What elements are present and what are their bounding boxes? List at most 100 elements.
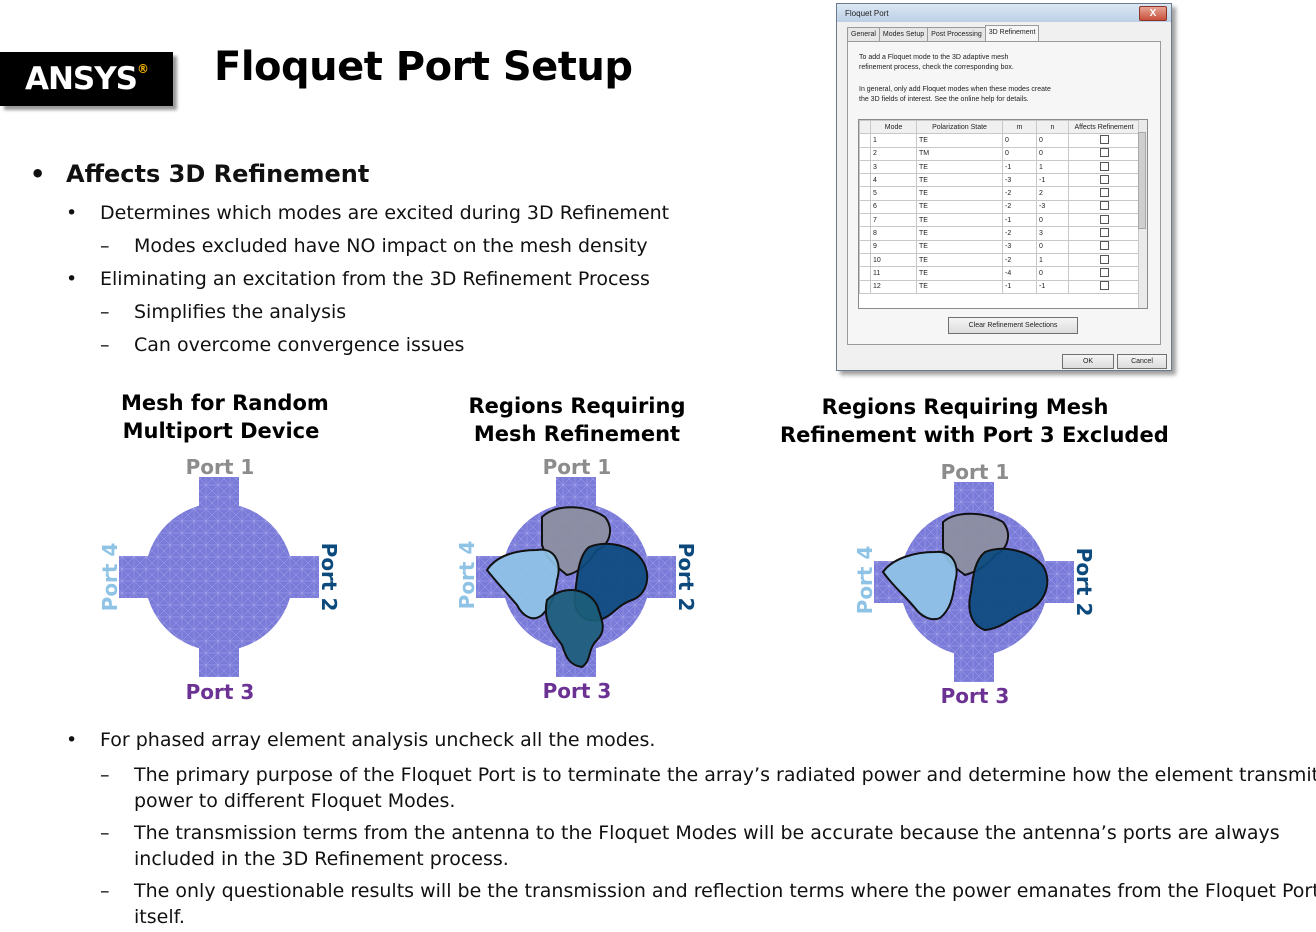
polarization-cell[interactable]: TE [916, 226, 1003, 241]
diagram-3-title: Regions Requiring Mesh Refinement with P… [780, 393, 1169, 449]
bullet-2a-text: Simplifies the analysis [134, 301, 347, 323]
ok-button[interactable]: OK [1062, 354, 1114, 369]
bullet-1a: – Modes excluded have NO impact on the m… [100, 235, 648, 257]
port-3-label: Port 3 [186, 680, 255, 704]
bullet-marker: • [66, 729, 78, 751]
polarization-cell[interactable]: TE [916, 252, 1003, 268]
region-port4 [881, 550, 958, 621]
affects-refinement-checkbox[interactable] [1099, 148, 1109, 158]
close-button[interactable]: X [1139, 6, 1167, 21]
ansys-logo: ANSYS® [0, 52, 173, 106]
diagram-title-line: Regions Requiring [468, 394, 686, 418]
bullet-2b-text: Can overcome convergence issues [134, 334, 465, 356]
affects-refinement-checkbox[interactable] [1099, 254, 1109, 264]
polarization-cell[interactable]: TE [916, 213, 1003, 228]
scrollbar-thumb[interactable] [1138, 132, 1146, 229]
port-2-label: Port 2 [317, 543, 341, 612]
cancel-button[interactable]: Cancel [1117, 354, 1167, 369]
affects-refinement-checkbox[interactable] [1099, 241, 1109, 251]
port-1-label: Port 1 [941, 460, 1010, 484]
diagram-1-title: Mesh for Random Multiport Device [121, 389, 329, 445]
affects-refinement-checkbox[interactable] [1099, 281, 1109, 291]
polarization-cell[interactable]: TE [916, 133, 1003, 148]
dash-marker: – [100, 334, 110, 356]
clear-refinement-selections-button[interactable]: Clear Refinement Selections [948, 317, 1078, 334]
row-header-corner [859, 120, 871, 135]
polarization-cell[interactable]: TE [916, 186, 1003, 201]
polarization-cell[interactable]: TE [916, 173, 1003, 188]
col-header-m[interactable]: m [1002, 120, 1037, 135]
row-header [859, 146, 871, 161]
row-header [859, 159, 871, 175]
tab-3d-refinement[interactable]: 3D Refinement [984, 25, 1040, 41]
bullet-1-text: Determines which modes are excited durin… [100, 202, 670, 224]
polarization-cell[interactable]: TE [916, 239, 1003, 254]
n-cell: 1 [1036, 159, 1069, 175]
bullet-3c-line-2: itself. [134, 906, 185, 928]
polarization-cell[interactable]: TE [916, 279, 1003, 294]
n-cell: -1 [1036, 279, 1069, 294]
col-header-polarization[interactable]: Polarization State [916, 120, 1003, 135]
bullet-heading-text: Affects 3D Refinement [66, 160, 370, 188]
tab-general[interactable]: General [847, 27, 880, 41]
affects-refinement-checkbox[interactable] [1099, 201, 1109, 211]
polarization-cell[interactable]: TM [916, 146, 1003, 161]
col-header-n[interactable]: n [1036, 120, 1069, 135]
grid-scrollbar[interactable] [1138, 120, 1147, 308]
bullet-2a: – Simplifies the analysis [100, 301, 347, 323]
col-header-mode[interactable]: Mode [870, 120, 917, 135]
n-cell: 0 [1036, 213, 1069, 228]
mode-cell: 9 [870, 239, 917, 254]
affects-refinement-checkbox[interactable] [1099, 267, 1109, 277]
port-2-label: Port 2 [1072, 548, 1096, 617]
port-4-label: Port 4 [455, 541, 479, 610]
m-cell: -1 [1002, 279, 1037, 294]
affects-refinement-checkbox[interactable] [1099, 174, 1109, 184]
polarization-cell[interactable]: TE [916, 159, 1003, 175]
m-cell: -2 [1002, 252, 1037, 268]
tab-post-processing[interactable]: Post Processing [927, 27, 986, 41]
tab-modes-setup[interactable]: Modes Setup [878, 27, 929, 41]
bullet-1: • Determines which modes are excited dur… [66, 202, 670, 224]
m-cell: -2 [1002, 226, 1037, 241]
bullet-3c-line-1: The only questionable results will be th… [134, 880, 1316, 902]
diagram-title-line: Mesh for Random [121, 391, 329, 415]
dialog-titlebar[interactable]: Floquet Port X [837, 4, 1171, 22]
row-header [859, 213, 871, 228]
affects-refinement-checkbox[interactable] [1099, 161, 1109, 171]
info-text-2: In general, only add Floquet modes when … [859, 85, 1051, 105]
affects-refinement-checkbox[interactable] [1099, 188, 1109, 198]
mode-cell: 8 [870, 226, 917, 241]
mode-cell: 11 [870, 266, 917, 281]
diagram-2-regions: Port 1 Port 3 Port 4 Port 2 [455, 455, 698, 703]
col-header-affects-refinement[interactable]: Affects Refinement [1068, 120, 1140, 135]
info-line: the 3D fields of interest. See the onlin… [859, 96, 1029, 103]
affects-refinement-cell [1068, 186, 1140, 201]
affects-refinement-checkbox[interactable] [1099, 134, 1109, 144]
bullet-2: • Eliminating an excitation from the 3D … [66, 268, 650, 290]
affects-refinement-checkbox[interactable] [1099, 228, 1109, 238]
port-4-label: Port 4 [98, 543, 122, 612]
n-cell: 0 [1036, 133, 1069, 148]
port-1-label: Port 1 [186, 455, 255, 479]
polarization-cell[interactable]: TE [916, 199, 1003, 215]
bullet-3b-line-2: included in the 3D Refinement process. [134, 848, 509, 870]
logo-trademark: ® [137, 62, 149, 76]
affects-refinement-checkbox[interactable] [1099, 214, 1109, 224]
bullet-3a-line-1: The primary purpose of the Floquet Port … [134, 764, 1316, 786]
m-cell: -4 [1002, 266, 1037, 281]
polarization-cell[interactable]: TE [916, 266, 1003, 281]
mode-cell: 4 [870, 173, 917, 188]
